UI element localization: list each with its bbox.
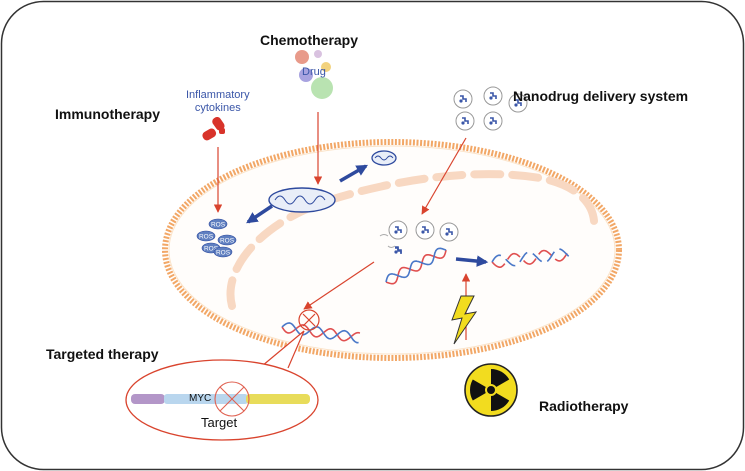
dna-strand [385,247,447,285]
nanodrug-delivery-label: Nanodrug delivery system [513,88,689,104]
radiotherapy-label: Radiotherapy [539,398,629,414]
targeted-therapy-label: Targeted therapy [46,346,159,362]
blue-arrows [246,164,489,267]
ros-molecule: ROS [208,218,228,230]
cytokine-icon [202,116,225,141]
ros-text: ROS [216,250,231,257]
nanoparticle-icon [415,220,435,240]
nanoparticle-icon [453,89,473,109]
cell-membrane [162,139,622,361]
myc-gene-label: MYC [189,393,212,404]
ros-molecule: ROS [217,234,237,246]
nanoparticle-icon [439,222,459,242]
drug-label: Drug [302,66,326,78]
target-label: Target [201,415,238,430]
ros-molecule: ROS [196,230,216,242]
dna-strand [281,322,361,344]
nanoparticle-icon [483,86,503,106]
ros-text: ROS [204,246,219,253]
nanoparticle-icon [388,220,408,240]
dna-helix-icon [281,247,571,344]
drug-particles [295,50,333,99]
dna-strand [491,248,571,268]
mitochondrion-icon [268,187,336,213]
inflammatory-cytokines-label: Inflammatory cytokines [186,89,250,114]
immunotherapy-label: Immunotherapy [55,106,161,122]
nanoparticle-icon [455,111,475,131]
lightning-icon [451,295,478,345]
ros-molecule: ROS [213,246,233,258]
nucleus-envelope [226,170,599,310]
nanoparticle-cluster [453,86,528,131]
radiation-icon [464,363,518,417]
red-arrows [213,112,471,340]
mitochondrion-small-icon [371,150,397,166]
nanoparticle-icon [508,93,528,113]
nanoparticles-in-nucleus [379,220,459,254]
zoom-callout [125,309,320,441]
ros-text: ROS [211,222,226,229]
ros-text: ROS [220,238,235,245]
chemotherapy-label: Chemotherapy [260,32,359,48]
ros-text: ROS [199,234,214,241]
nanoparticle-icon [483,111,503,131]
